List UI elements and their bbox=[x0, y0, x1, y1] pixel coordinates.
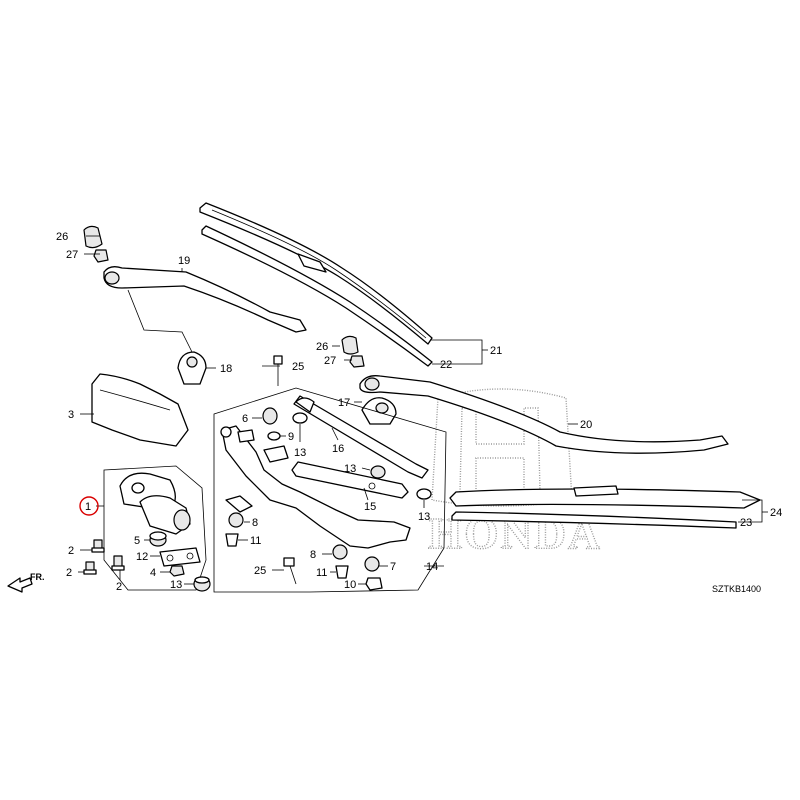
pivot-cap-17[interactable] bbox=[361, 397, 397, 425]
motor-cover[interactable] bbox=[91, 373, 189, 447]
nut-10[interactable] bbox=[365, 577, 383, 591]
part-label-4[interactable]: 4 bbox=[150, 567, 156, 579]
part-label-9[interactable]: 9 bbox=[288, 431, 294, 443]
grommet-8-b[interactable] bbox=[332, 544, 348, 560]
wiper-blade-upper[interactable] bbox=[199, 202, 433, 345]
bolt-25-b[interactable] bbox=[283, 557, 297, 585]
grommet-7[interactable] bbox=[364, 556, 380, 572]
linkage-rod-15[interactable] bbox=[291, 461, 409, 499]
part-label-11[interactable]: 11 bbox=[316, 567, 327, 579]
part-label-13[interactable]: 13 bbox=[418, 511, 430, 523]
bolt-2-b[interactable] bbox=[83, 561, 97, 575]
bolt-25-a[interactable] bbox=[273, 355, 283, 386]
part-label-6[interactable]: 6 bbox=[242, 413, 248, 425]
part-label-7[interactable]: 7 bbox=[390, 561, 396, 573]
collar-9[interactable] bbox=[267, 431, 281, 441]
wiper-blade-lower[interactable] bbox=[449, 485, 761, 509]
wiper-rubber-lower[interactable] bbox=[451, 511, 737, 529]
linkage-rod-16[interactable] bbox=[293, 395, 429, 479]
part-label-27[interactable]: 27 bbox=[324, 355, 336, 367]
bracket-12[interactable] bbox=[159, 547, 201, 567]
part-label-20[interactable]: 20 bbox=[580, 419, 592, 431]
part-label-11[interactable]: 11 bbox=[250, 535, 261, 547]
part-label-17[interactable]: 17 bbox=[338, 397, 350, 409]
pivot-cap-18[interactable] bbox=[177, 351, 207, 385]
part-label-10[interactable]: 10 bbox=[344, 579, 356, 591]
part-label-15[interactable]: 15 bbox=[364, 501, 376, 513]
arm-cap-right[interactable] bbox=[341, 335, 359, 355]
part-label-3[interactable]: 3 bbox=[68, 409, 74, 421]
part-label-24[interactable]: 24 bbox=[770, 507, 782, 519]
grommet-13-b[interactable] bbox=[292, 412, 308, 424]
grommet-6[interactable] bbox=[262, 407, 278, 425]
part-label-22[interactable]: 22 bbox=[440, 359, 452, 371]
part-label-21[interactable]: 21 bbox=[490, 345, 502, 357]
arm-nut-left[interactable] bbox=[93, 249, 109, 263]
bolt-2-a[interactable] bbox=[91, 539, 105, 553]
grommet-13-a[interactable] bbox=[193, 576, 211, 592]
grommet-13-d[interactable] bbox=[416, 488, 432, 500]
part-label-19[interactable]: 19 bbox=[178, 255, 190, 267]
leader-lines bbox=[78, 235, 768, 585]
part-label-26[interactable]: 26 bbox=[56, 231, 68, 243]
part-label-23[interactable]: 23 bbox=[740, 517, 752, 529]
collar-11-a[interactable] bbox=[225, 533, 239, 547]
arm-cap-left[interactable] bbox=[83, 225, 103, 249]
bushing-5[interactable] bbox=[149, 531, 167, 547]
part-label-5[interactable]: 5 bbox=[134, 535, 140, 547]
grommet-8-a[interactable] bbox=[228, 512, 244, 528]
part-label-13[interactable]: 13 bbox=[170, 579, 182, 591]
part-label-18[interactable]: 18 bbox=[220, 363, 232, 375]
part-label-13[interactable]: 13 bbox=[344, 463, 356, 475]
part-label-2[interactable]: 2 bbox=[116, 581, 122, 593]
part-label-25[interactable]: 25 bbox=[292, 361, 304, 373]
linkage-frame[interactable] bbox=[220, 425, 411, 549]
grommet-13-c[interactable] bbox=[370, 465, 386, 479]
part-label-14[interactable]: 14 bbox=[426, 561, 438, 573]
wiper-arm-left[interactable] bbox=[103, 266, 307, 333]
wiper-arm-right[interactable] bbox=[359, 375, 729, 454]
part-label-2[interactable]: 2 bbox=[68, 545, 74, 557]
front-direction-arrow: FR. bbox=[7, 572, 45, 593]
wiper-rubber-upper[interactable] bbox=[201, 225, 433, 367]
part-label-25[interactable]: 25 bbox=[254, 565, 266, 577]
part-label-8[interactable]: 8 bbox=[252, 517, 258, 529]
arm-nut-right[interactable] bbox=[349, 355, 365, 368]
direction-label: FR. bbox=[30, 572, 45, 582]
highlight-circle bbox=[79, 496, 99, 516]
motor-assembly-frame bbox=[103, 465, 207, 591]
part-label-26[interactable]: 26 bbox=[316, 341, 328, 353]
part-label-2[interactable]: 2 bbox=[66, 567, 72, 579]
part-label-8[interactable]: 8 bbox=[310, 549, 316, 561]
bolt-2-c[interactable] bbox=[111, 555, 125, 571]
part-label-16[interactable]: 16 bbox=[332, 443, 344, 455]
nut-4[interactable] bbox=[169, 565, 185, 577]
part-label-13[interactable]: 13 bbox=[294, 447, 306, 459]
part-label-27[interactable]: 27 bbox=[66, 249, 78, 261]
part-label-1[interactable]: 1 bbox=[85, 501, 91, 513]
linkage-assembly-frame bbox=[213, 387, 447, 593]
part-label-12[interactable]: 12 bbox=[136, 551, 148, 563]
wiper-motor[interactable] bbox=[119, 472, 191, 535]
part-number-labels: 1 2 2 2 3 4 5 6 7 8 8 9 10 11 11 12 13 1… bbox=[56, 231, 782, 593]
collar-11-b[interactable] bbox=[335, 565, 349, 579]
diagram-code: SZTKB1400 bbox=[712, 584, 761, 594]
